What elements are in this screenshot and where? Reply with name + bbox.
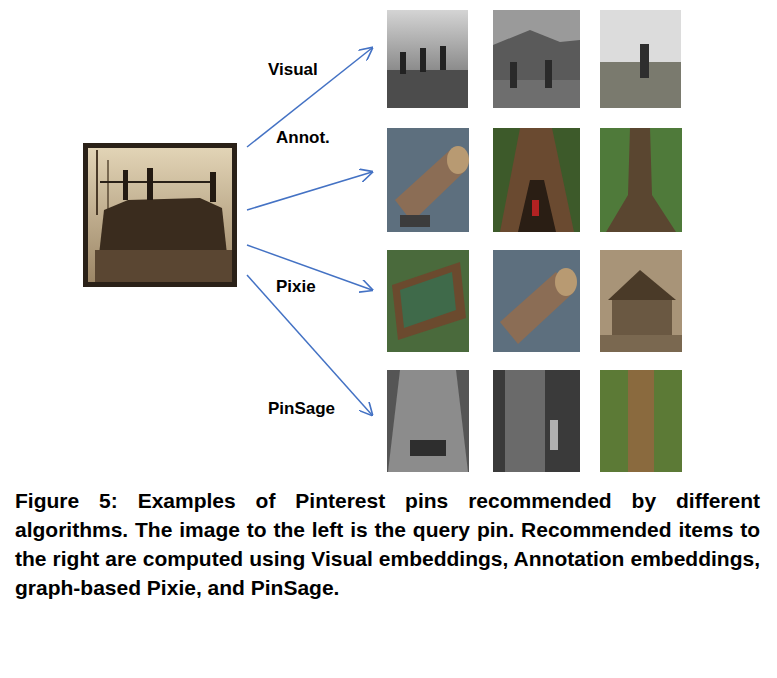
person xyxy=(400,52,406,74)
arrow xyxy=(247,275,372,415)
result-photo xyxy=(387,10,468,108)
result-photo xyxy=(493,250,580,352)
method-label: Annot. xyxy=(274,128,332,148)
sign xyxy=(392,262,466,340)
person xyxy=(123,170,128,200)
people xyxy=(410,440,446,456)
ground xyxy=(600,335,682,352)
trunk xyxy=(388,370,468,472)
ground xyxy=(387,70,468,108)
arrows xyxy=(247,48,372,415)
person xyxy=(550,420,558,450)
tree xyxy=(96,150,98,215)
method-label: Pixie xyxy=(274,277,318,297)
result-photo xyxy=(387,370,469,472)
visual-results xyxy=(387,10,681,108)
houses xyxy=(493,30,580,80)
pinsage-results xyxy=(387,370,682,472)
log-end xyxy=(447,146,469,174)
result-photo xyxy=(600,128,682,232)
saw xyxy=(100,181,216,183)
person xyxy=(532,200,539,216)
result-photo xyxy=(493,10,580,108)
person xyxy=(420,48,426,72)
log-end xyxy=(555,268,577,296)
ground xyxy=(493,80,580,108)
trunk xyxy=(628,370,654,472)
result-photo xyxy=(387,250,469,352)
sign-panel xyxy=(400,272,456,328)
barn xyxy=(612,300,672,335)
trunk xyxy=(505,370,545,472)
arrow xyxy=(247,48,372,147)
arrow xyxy=(247,172,372,210)
annotation-results xyxy=(387,128,682,232)
people xyxy=(400,215,430,227)
result-photo xyxy=(493,128,580,232)
pixie-results xyxy=(387,250,682,352)
result-photo xyxy=(387,128,469,232)
person xyxy=(510,62,517,88)
debris xyxy=(95,250,232,282)
person xyxy=(440,46,446,70)
result-photo xyxy=(600,10,681,108)
tree-roots xyxy=(606,128,676,232)
person xyxy=(210,172,216,202)
hollow xyxy=(518,180,556,232)
result-photo xyxy=(600,370,682,472)
figure-caption: Figure 5: Examples of Pinterest pins rec… xyxy=(15,486,760,602)
tree xyxy=(107,160,109,212)
result-photo xyxy=(600,250,682,352)
person xyxy=(545,60,552,88)
method-label: Visual xyxy=(266,60,320,80)
photo-frame xyxy=(83,143,237,287)
barn-roof xyxy=(608,270,676,300)
person xyxy=(147,168,153,200)
photo-sky xyxy=(88,148,232,282)
method-label: PinSage xyxy=(266,399,337,419)
trunk xyxy=(500,128,574,232)
query-pin-photo xyxy=(83,143,237,287)
person xyxy=(640,44,649,78)
result-photo xyxy=(493,370,580,472)
